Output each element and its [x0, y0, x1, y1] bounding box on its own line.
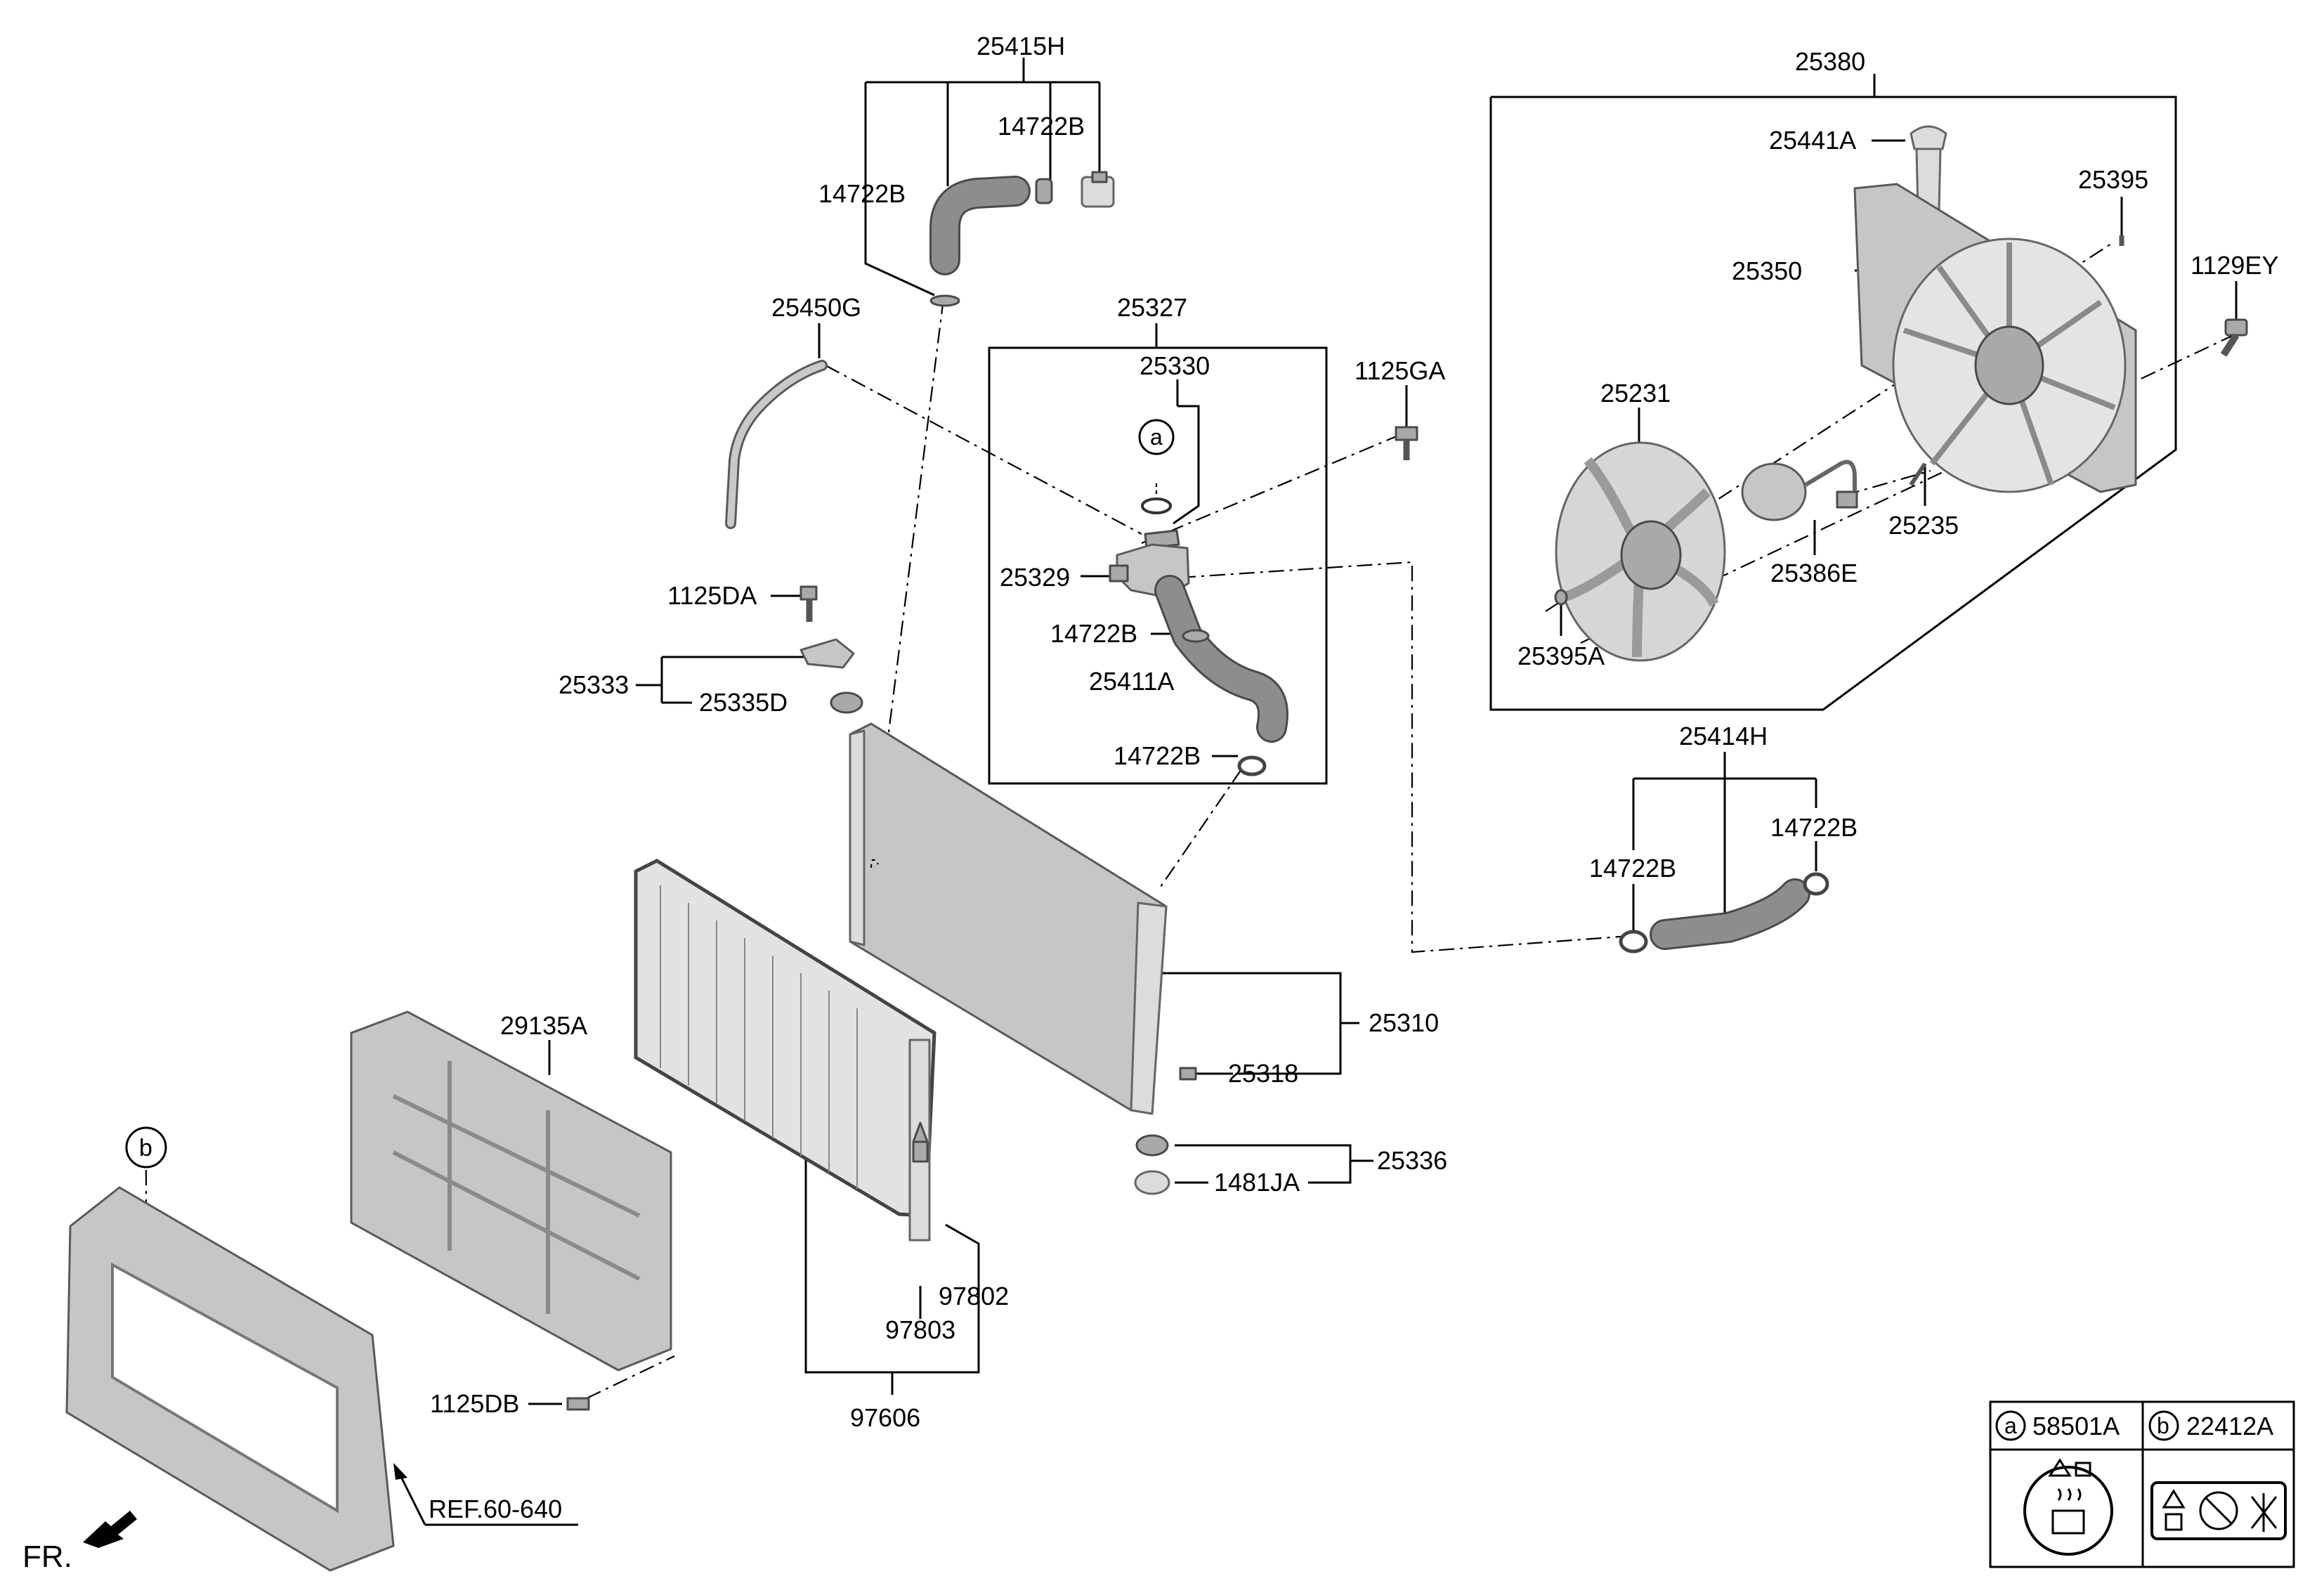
- label-97802: 97802: [939, 1282, 1009, 1310]
- label-25333: 25333: [559, 670, 629, 699]
- label-25411A: 25411A: [1089, 667, 1174, 696]
- label-14722B-thermostat-2: 14722B: [1114, 741, 1201, 770]
- legend-a-letter: a: [2004, 1413, 2017, 1438]
- label-1125GA: 1125GA: [1354, 356, 1445, 385]
- bracket-assy[interactable]: [799, 585, 863, 714]
- overflow-hose[interactable]: [725, 360, 828, 529]
- label-14722B-upper-left: 14722B: [818, 179, 906, 208]
- label-25336: 25336: [1377, 1146, 1447, 1175]
- leader-lines: [393, 58, 2238, 1526]
- legend-b-part: 22412A: [2186, 1412, 2273, 1440]
- upper-hose-assy[interactable]: [929, 171, 1115, 307]
- label-29135A: 29135A: [500, 1011, 587, 1040]
- label-25310: 25310: [1369, 1008, 1439, 1037]
- label-1125DA: 1125DA: [667, 581, 757, 610]
- thermostat-assy[interactable]: [1109, 419, 1418, 776]
- label-97606: 97606: [850, 1403, 920, 1432]
- fan-shroud-assy[interactable]: [1554, 125, 2248, 662]
- legend-a-part: 58501A: [2032, 1412, 2120, 1440]
- label-REF.60-640: REF.60-640: [429, 1495, 562, 1523]
- air-guard[interactable]: [350, 1010, 672, 1372]
- label-25350: 25350: [1732, 256, 1802, 285]
- front-end-carrier[interactable]: [65, 1126, 590, 1572]
- front-arrow-icon: [83, 1511, 137, 1548]
- callout-a-circle: [1138, 419, 1175, 455]
- callout-b-circle: [125, 1126, 167, 1169]
- label-25395: 25395: [2078, 165, 2148, 194]
- label-25386E: 25386E: [1770, 559, 1858, 587]
- label-25318: 25318: [1228, 1059, 1298, 1088]
- label-14722B-thermostat-1: 14722B: [1050, 619, 1137, 648]
- label-14722B-upper-right: 14722B: [998, 112, 1085, 141]
- label-25441A: 25441A: [1769, 126, 1856, 155]
- condenser[interactable]: [634, 859, 936, 1242]
- lower-hose-assy[interactable]: [1619, 872, 1829, 954]
- radiator[interactable]: [849, 722, 1197, 1195]
- callout-b-letter: b: [139, 1135, 152, 1161]
- label-14722B-lower-left: 14722B: [1589, 854, 1676, 883]
- label-25414H: 25414H: [1679, 722, 1768, 750]
- warning-label-b-icon: [2150, 1481, 2287, 1540]
- label-25450G: 25450G: [771, 293, 861, 322]
- label-14722B-lower-right: 14722B: [1770, 813, 1858, 842]
- label-97803: 97803: [885, 1315, 955, 1344]
- label-25231: 25231: [1600, 379, 1671, 408]
- label-25329: 25329: [1000, 563, 1070, 592]
- label-25380: 25380: [1795, 47, 1865, 76]
- warning-label-a-icon: [2023, 1458, 2113, 1556]
- label-1125DB: 1125DB: [430, 1389, 519, 1418]
- label-FR: FR.: [22, 1540, 72, 1574]
- legend-b-letter: b: [2157, 1413, 2169, 1438]
- label-25327: 25327: [1117, 293, 1187, 322]
- label-1481JA: 1481JA: [1214, 1168, 1300, 1197]
- label-25330: 25330: [1140, 351, 1210, 380]
- legend-table: a 58501A b 22412A: [1989, 1400, 2295, 1568]
- label-25395A: 25395A: [1517, 642, 1605, 670]
- label-1129EY: 1129EY: [2191, 251, 2278, 280]
- callout-a-letter: a: [1150, 424, 1163, 450]
- label-25335D: 25335D: [699, 688, 788, 717]
- part-labels: 25415H 14722B 14722B 25380 25441A 25395 …: [22, 32, 2278, 1574]
- label-25235: 25235: [1888, 511, 1959, 540]
- label-25415H: 25415H: [977, 32, 1065, 60]
